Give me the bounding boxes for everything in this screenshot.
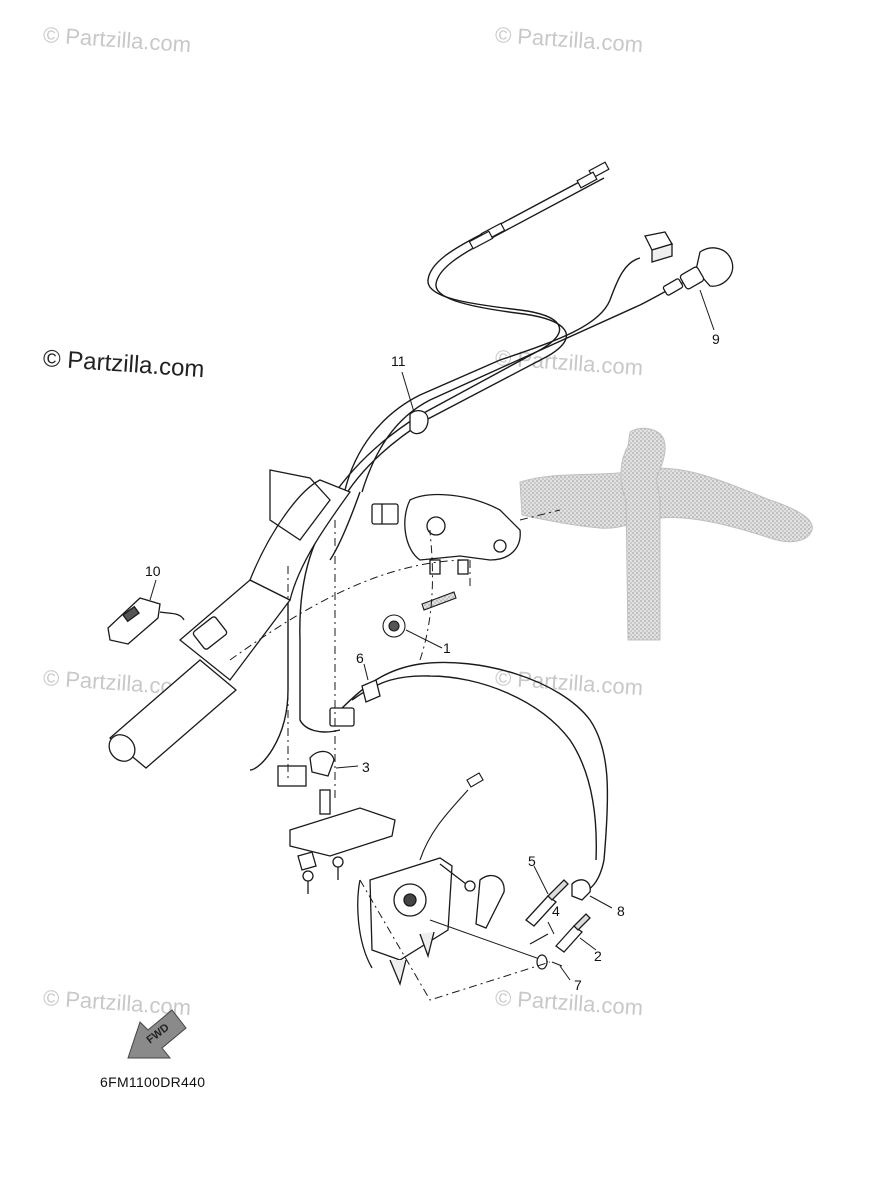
shift-unit (357, 857, 549, 987)
bundle-connector (371, 503, 399, 525)
cable-end-fittings (468, 161, 610, 250)
part-8-clip (571, 879, 613, 909)
callout-3: 3 (362, 759, 370, 775)
callout-8: 8 (617, 903, 625, 919)
callout-11: 11 (391, 353, 406, 369)
part-7-washer (536, 954, 571, 981)
part-3-clamp (277, 750, 359, 787)
callout-5: 5 (528, 853, 536, 869)
fwd-arrow-icon: FWD (127, 1009, 187, 1059)
callout-7: 7 (574, 977, 582, 993)
part-10-switch (107, 579, 185, 645)
part-1-grommet (382, 591, 457, 649)
callout-1: 1 (443, 640, 451, 656)
part-9-plug (662, 247, 734, 331)
mounting-plate (289, 789, 396, 894)
part-4-pin (529, 921, 555, 945)
part-2-cable-end (555, 913, 597, 953)
part-6-clip (329, 663, 381, 727)
callout-2: 2 (594, 948, 602, 964)
callout-4: 4 (552, 903, 560, 919)
callout-6: 6 (356, 650, 364, 666)
ghost-bracket (519, 427, 813, 641)
shift-wire (419, 772, 484, 861)
harness-connector (644, 231, 673, 263)
callout-9: 9 (712, 331, 720, 347)
upper-bracket (404, 493, 521, 575)
callout-10: 10 (145, 563, 161, 579)
assembly-lines (229, 509, 561, 1001)
part-5-cable-end (525, 865, 569, 927)
steering-handle (108, 469, 352, 769)
diagram-code: 6FM1100DR440 (100, 1074, 206, 1090)
part-11-clamp (401, 371, 429, 435)
